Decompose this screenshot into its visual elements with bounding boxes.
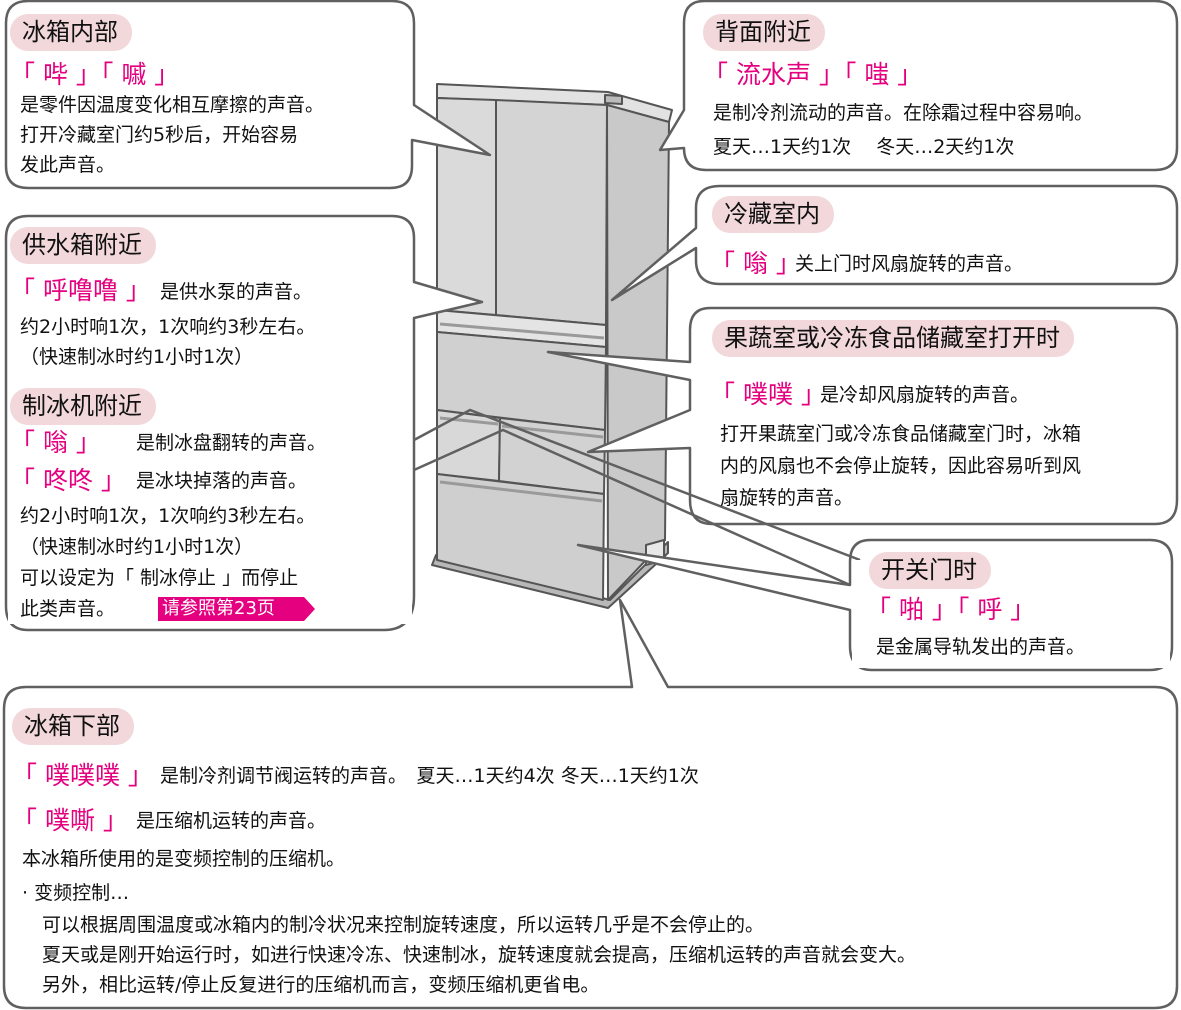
ice-maker-last-line: 此类声音。 (20, 598, 116, 620)
callout-veg-freezer (546, 306, 1179, 526)
drawer-handle-2 (439, 416, 499, 426)
fridge-room-title: 冷藏室内 (712, 196, 834, 233)
ice-maker-desc-1: 是制冰盘翻转的声音。 (136, 432, 327, 454)
bottom-detail-2: 夏天或是刚开始运行时，如进行快速冷冻、快速制冰，旋转速度就会提高，压缩机运转的声… (42, 944, 917, 966)
bottom-detail-1: 可以根据周围温度或冰箱内的制冷状况来控制旋转速度，所以运转几乎是不会停止的。 (42, 914, 765, 936)
page-reference-text: 请参照第23页 (162, 598, 275, 619)
bottom-line-2: · 变频控制… (22, 882, 130, 904)
fridge-side (606, 104, 670, 601)
door-desc: 是金属导轨发出的声音。 (876, 636, 1086, 658)
ice-maker-title: 制冰机附近 (10, 388, 156, 425)
water-tank-line-2: （快速制冰时约1小时1次） (20, 346, 254, 368)
water-tank-line-1: 约2小时响1次，1次响约3秒左右。 (20, 316, 316, 338)
fridge-room-desc: 关上门时风扇旋转的声音。 (795, 253, 1024, 275)
ice-maker-sound-1: 「 嗡 」 (10, 428, 101, 457)
back-sound: 「 流水声 」「 嗤 」 (703, 60, 923, 89)
fridge-inside-line-1: 是零件因温度变化相互摩擦的声音。 (20, 94, 325, 116)
fridge-room-sound: 「 嗡 」 (710, 249, 801, 278)
leader-ice-maker-1 (413, 408, 861, 562)
ice-maker-line-2: （快速制冰时约1小时1次） (20, 536, 254, 558)
veg-freezer-line-1: 打开果蔬室门或冷冻食品储藏室门时，冰箱 (720, 423, 1082, 445)
water-tank-sound: 「 呼噜噜 」 (10, 276, 151, 305)
ice-maker-desc-2: 是冰块掉落的声音。 (136, 470, 308, 492)
bottom-line-1: 本冰箱所使用的是变频控制的压缩机。 (22, 848, 346, 870)
veg-freezer-sound-desc: 是冷却风扇旋转的声音。 (820, 384, 1030, 406)
callout-bottom (2, 598, 1179, 1010)
page-reference-link[interactable]: 请参照第23页 (158, 596, 316, 622)
bottom-title: 冰箱下部 (12, 708, 134, 745)
fridge-inside-line-2: 打开冷藏室门约5秒后，开始容易 (20, 124, 299, 146)
fridge-inside-line-3: 发此声音。 (20, 154, 116, 176)
back-title: 背面附近 (703, 14, 825, 51)
veg-freezer-line-3: 扇旋转的声音。 (720, 487, 854, 509)
hinge (604, 94, 623, 105)
drawer-handle-1 (439, 322, 605, 340)
bottom-desc-2: 是压缩机运转的声音。 (136, 810, 327, 832)
fridge-inside-sound: 「 哔 」「 嘁 」 (10, 60, 180, 89)
reference-arrow-shape (158, 597, 315, 621)
bottom-detail-3: 另外，相比运转/停止反复进行的压缩机而言，变频压缩机更省电。 (42, 974, 600, 996)
door-sound: 「 啪 」「 呼 」 (866, 595, 1036, 624)
callout-fridge-inside (4, 0, 492, 190)
back-line-1: 是制冷剂流动的声音。在除霜过程中容易响。 (713, 102, 1094, 124)
water-tank-title: 供水箱附近 (10, 227, 156, 264)
door-right-upper (495, 99, 608, 326)
bottom-sound-1: 「 噗噗噗 」 (12, 761, 153, 790)
ice-maker-line-1: 约2小时响1次，1次响约3秒左右。 (20, 505, 316, 527)
ice-maker-sound-2: 「 咚咚 」 (10, 466, 126, 495)
refrigerator-illustration (431, 83, 673, 609)
drawer-handle-4 (439, 480, 603, 503)
ice-maker-line-3: 可以设定为「 制冰停止 」而停止 (20, 567, 299, 589)
bottom-sound-2: 「 噗嘶 」 (12, 806, 128, 835)
veg-freezer-sound: 「 噗噗 」 (710, 380, 826, 409)
callout-fridge-room (610, 184, 1179, 302)
drawer-freezer (436, 473, 605, 601)
veg-freezer-line-2: 内的风扇也不会停止旋转，因此容易听到风 (720, 455, 1082, 477)
fridge-inside-title: 冰箱内部 (10, 14, 132, 51)
leader-ice-maker-2 (413, 428, 851, 587)
back-line-2: 夏天…1天约1次 冬天…2天约1次 (713, 136, 1015, 158)
bottom-desc-1: 是制冷剂调节阀运转的声音。 夏天…1天约4次 冬天…1天约1次 (160, 765, 699, 787)
water-callout-fill (8, 232, 412, 624)
water-tank-sound-desc: 是供水泵的声音。 (160, 281, 313, 303)
door-title: 开关门时 (869, 552, 991, 589)
veg-freezer-title: 果蔬室或冷冻食品储藏室打开时 (712, 320, 1074, 357)
